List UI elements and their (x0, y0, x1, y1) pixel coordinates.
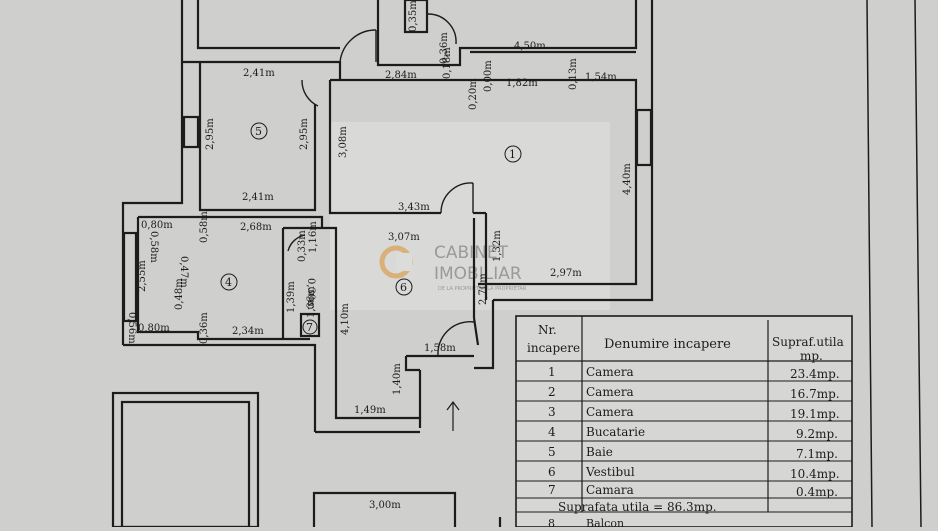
dim-label: 2,41m (243, 68, 275, 79)
table-cell-name: Baie (586, 445, 613, 459)
room-number-1: 1 (509, 148, 516, 161)
dim-label: 0,56m (126, 312, 137, 344)
watermark-line1: CABINET (434, 243, 509, 263)
table-cell-area: 7.1mp. (796, 447, 838, 461)
dim-label: 0,18m (442, 47, 453, 79)
dim-label: 4,50m (514, 41, 546, 52)
dim-label: 2,84m (385, 70, 417, 81)
table-cut-row-number: 8 (548, 517, 555, 527)
table-cell-number: 2 (548, 385, 556, 399)
table-cell-area: 9.2mp. (796, 427, 838, 441)
dim-label: 1,54m (585, 72, 617, 83)
dim-label: 0,47m (178, 256, 189, 288)
dim-label: 0,35m (408, 0, 419, 32)
table-header-name: Denumire incapere (604, 337, 731, 352)
dim-label: 2,95m (299, 118, 310, 150)
dim-label: 0,36m (199, 312, 210, 344)
dim-label: 2,41m (242, 192, 274, 203)
table-cell-name: Bucatarie (586, 425, 645, 439)
dim-label: 3,43m (398, 202, 430, 213)
dim-label: 2,97m (550, 268, 582, 279)
door-swings (287, 13, 475, 357)
table-cell-area: 10.4mp. (790, 467, 840, 481)
dim-label: 3,07m (388, 232, 420, 243)
room-number-5: 5 (255, 125, 262, 138)
dim-label: 0,80m (141, 220, 173, 231)
table-cell-number: 6 (548, 465, 556, 479)
dim-label: 2,68m (240, 222, 272, 233)
table-cell-area: 23.4mp. (790, 367, 840, 381)
dim-label: 1,82m (506, 78, 538, 89)
dim-label: 4,10m (340, 303, 351, 335)
table-cell-name: Camera (586, 365, 634, 379)
table-cell-name: Camara (586, 483, 634, 497)
table-cut-row-name: Balcon (586, 517, 624, 527)
dim-label: 0,33m (297, 230, 308, 262)
dim-label: 0,58m (148, 231, 159, 263)
dim-label: 4,40m (622, 163, 633, 195)
dim-label: 3,00m (369, 500, 401, 511)
room-markers: 1 5 4 6 7 (220, 122, 522, 335)
watermark-line2: IMOBILIAR (434, 264, 522, 284)
entrance-arrow-icon (446, 401, 460, 431)
dim-label: 0,80m (138, 323, 170, 334)
dim-label: 1,40m (392, 363, 403, 395)
dim-label: 0,00m (483, 60, 494, 92)
room-number-6: 6 (400, 281, 407, 294)
dim-label: 0,48m (174, 278, 185, 310)
dim-label: 2,70m (478, 273, 489, 305)
dim-label: 1,49m (354, 405, 386, 416)
dimension-labels: 0,35m 0,36m 4,50m 2,41m 2,84m 0,18m 0,00… (126, 0, 633, 511)
dim-label: 1,39m (286, 281, 297, 313)
table-header-area: Supraf.utila mp. (772, 335, 848, 363)
dim-label: 2,95m (205, 118, 216, 150)
sheet-border-outer (914, 0, 922, 528)
table-cell-name: Camera (586, 405, 634, 419)
dim-label: 2,34m (232, 326, 264, 337)
room-table: Nr. incapere Denumire incapere Supraf.ut… (515, 315, 853, 530)
dim-label: 0,30m (305, 278, 316, 310)
dim-label: 3,08m (338, 126, 349, 158)
dim-label: 1,58m (424, 343, 456, 354)
table-cell-area: 16.7mp. (790, 387, 840, 401)
table-cell-number: 7 (548, 483, 556, 497)
watermark-tagline: DE LA PROPRIETAR LA PROPRIETAR (438, 286, 527, 292)
walls (111, 0, 654, 529)
dim-label: 1,36m (306, 286, 317, 318)
table-rows: 1 Camera 23.4mp. 2 Camera 16.7mp. 3 Came… (548, 365, 840, 499)
room-number-7: 7 (306, 321, 313, 334)
room-number-4: 4 (225, 276, 232, 289)
dim-label: 0,13m (568, 58, 579, 90)
table-cell-name: Vestibul (585, 465, 635, 479)
dim-label: 0,58m (199, 211, 210, 243)
sheet-border-inner (866, 0, 873, 528)
dim-label: 1,32m (492, 230, 503, 262)
table-cell-number: 3 (548, 405, 556, 419)
table-cell-number: 1 (548, 365, 556, 379)
dim-label: 1,16m (308, 221, 319, 253)
table-header-number: Nr. incapere (527, 323, 580, 355)
table-total: Suprafata utila = 86.3mp. (558, 500, 717, 514)
watermark-logo (379, 245, 413, 279)
dim-label: 0,36m (439, 32, 450, 64)
table-row-lines (516, 380, 852, 513)
table-cell-area: 0.4mp. (796, 485, 838, 499)
dim-label: 2,55m (137, 260, 148, 292)
dim-label: 0,20m (468, 78, 479, 110)
watermark-panel (330, 122, 610, 310)
table-cell-name: Camera (586, 385, 634, 399)
table-cell-number: 5 (548, 445, 556, 459)
table-cell-area: 19.1mp. (790, 407, 840, 421)
table-cell-number: 4 (548, 425, 556, 439)
